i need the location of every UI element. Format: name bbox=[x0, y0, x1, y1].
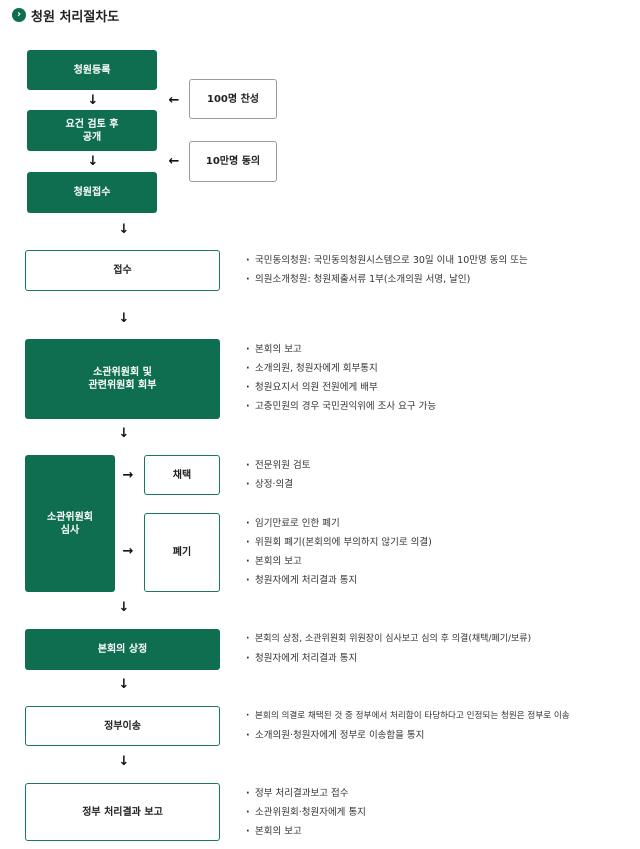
arrow-down-icon: ↓ bbox=[118, 311, 130, 326]
note-item: 청원요지서 의원 전원에게 배부 bbox=[246, 381, 606, 394]
note-item: 국민동의청원: 국민동의청원시스템으로 30일 이내 10만명 동의 또는 bbox=[246, 254, 546, 267]
arrow-right-icon: → bbox=[122, 544, 134, 559]
notes-committee-refer: 본회의 보고 소개의원, 청원자에게 회부통지 청원요지서 의원 전원에게 배부… bbox=[246, 343, 606, 419]
step-plenary-label: 본회의 상정 bbox=[97, 644, 148, 655]
note-item: 본회의 보고 bbox=[246, 825, 606, 838]
arrow-left-icon: ← bbox=[168, 154, 180, 169]
note-item: 소개의원, 청원자에게 회부통지 bbox=[246, 362, 606, 375]
note-item: 본회의 보고 bbox=[246, 555, 606, 568]
notes-transfer: 본회의 의결로 채택된 것 중 정부에서 처리함이 타당하다고 인정되는 청원은… bbox=[246, 710, 636, 748]
note-item: 상정·의결 bbox=[246, 478, 606, 491]
side-condition-100-label: 100명 찬성 bbox=[207, 93, 259, 105]
step-accept: 청원접수 bbox=[27, 172, 157, 213]
notes-report: 정부 처리결과보고 접수 소관위원회·청원자에게 통지 본회의 보고 bbox=[246, 787, 606, 844]
note-item: 청원자에게 처리결과 통지 bbox=[246, 652, 636, 665]
step-plenary: 본회의 상정 bbox=[25, 629, 220, 670]
note-item: 고충민원의 경우 국민권익위에 조사 요구 가능 bbox=[246, 400, 606, 413]
step-committee-refer: 소관위원회 및 관련위원회 회부 bbox=[25, 339, 220, 419]
arrow-down-icon: ↓ bbox=[118, 677, 130, 692]
chevron-right-icon: › bbox=[12, 8, 26, 22]
branch-discard-label: 폐기 bbox=[172, 547, 192, 558]
branch-adopt-label: 채택 bbox=[172, 469, 192, 481]
side-condition-100k-label: 10만명 동의 bbox=[205, 156, 261, 167]
step-transfer-label: 정부이송 bbox=[104, 720, 141, 732]
step-review-open: 요건 검토 후 공개 bbox=[27, 110, 157, 151]
note-item: 임기만료로 인한 폐기 bbox=[246, 517, 606, 530]
step-committee-review: 소관위원회 심사 bbox=[25, 455, 115, 592]
note-item: 의원소개청원: 청원제출서류 1부(소개의원 서명, 날인) bbox=[246, 273, 546, 286]
note-item: 본회의 보고 bbox=[246, 343, 606, 356]
step-committee-refer-label: 소관위원회 및 관련위원회 회부 bbox=[88, 367, 157, 391]
note-item: 본회의 의결로 채택된 것 중 정부에서 처리함이 타당하다고 인정되는 청원은… bbox=[246, 710, 636, 723]
notes-receipt: 국민동의청원: 국민동의청원시스템으로 30일 이내 10만명 동의 또는 의원… bbox=[246, 254, 546, 292]
note-item: 소개의원·청원자에게 정부로 이송함을 통지 bbox=[246, 729, 636, 742]
note-item: 본회의 상정, 소관위원회 위원장이 심사보고 심의 후 의결(채택/폐기/보류… bbox=[246, 633, 636, 646]
arrow-down-icon: ↓ bbox=[87, 93, 99, 108]
page-title: 청원 처리절차도 bbox=[31, 9, 120, 25]
note-item: 정부 처리결과보고 접수 bbox=[246, 787, 606, 800]
section-title: › 청원 처리절차도 bbox=[12, 6, 120, 25]
notes-discard: 임기만료로 인한 폐기 위원회 폐기(본회의에 부의하지 않기로 의결) 본회의… bbox=[246, 517, 606, 593]
side-condition-100: 100명 찬성 bbox=[189, 79, 277, 119]
branch-discard: 폐기 bbox=[144, 513, 220, 592]
branch-adopt: 채택 bbox=[144, 455, 220, 495]
step-transfer: 정부이송 bbox=[25, 706, 220, 746]
step-accept-label: 청원접수 bbox=[73, 187, 111, 198]
notes-plenary: 본회의 상정, 소관위원회 위원장이 심사보고 심의 후 의결(채택/폐기/보류… bbox=[246, 633, 636, 671]
step-report: 정부 처리결과 보고 bbox=[25, 783, 220, 841]
step-receipt: 접수 bbox=[25, 250, 220, 291]
step-committee-review-label: 소관위원회 심사 bbox=[47, 511, 93, 536]
arrow-down-icon: ↓ bbox=[118, 222, 130, 237]
step-receipt-label: 접수 bbox=[113, 265, 132, 276]
notes-adopt: 전문위원 검토 상정·의결 bbox=[246, 459, 606, 497]
arrow-left-icon: ← bbox=[168, 93, 180, 108]
note-item: 청원자에게 처리결과 통지 bbox=[246, 574, 606, 587]
arrow-down-icon: ↓ bbox=[118, 426, 130, 441]
step-report-label: 정부 처리결과 보고 bbox=[82, 806, 163, 818]
step-register-label: 청원등록 bbox=[73, 64, 111, 76]
side-condition-100k: 10만명 동의 bbox=[189, 141, 277, 182]
note-item: 전문위원 검토 bbox=[246, 459, 606, 472]
step-review-open-label: 요건 검토 후 공개 bbox=[65, 118, 119, 143]
step-register: 청원등록 bbox=[27, 50, 157, 90]
arrow-down-icon: ↓ bbox=[87, 154, 99, 169]
arrow-right-icon: → bbox=[122, 468, 134, 483]
arrow-down-icon: ↓ bbox=[118, 754, 130, 769]
note-item: 위원회 폐기(본회의에 부의하지 않기로 의결) bbox=[246, 536, 606, 549]
note-item: 소관위원회·청원자에게 통지 bbox=[246, 806, 606, 819]
arrow-down-icon: ↓ bbox=[118, 600, 130, 615]
